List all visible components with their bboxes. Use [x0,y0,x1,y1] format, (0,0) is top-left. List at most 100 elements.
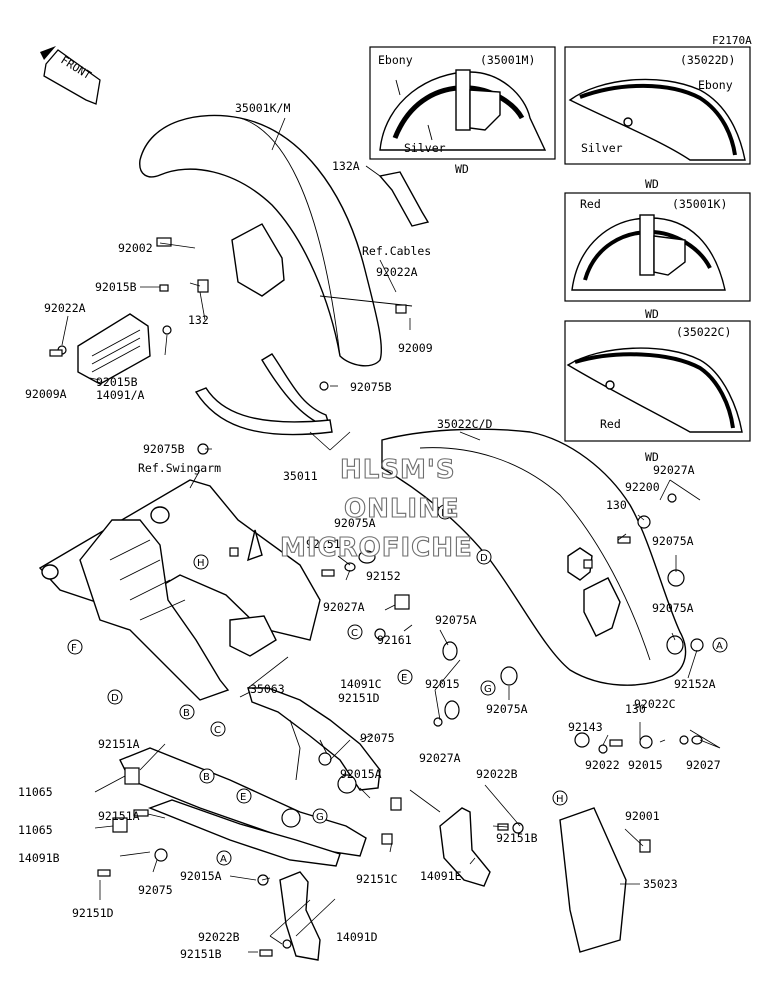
inset1-ebony: Ebony [378,53,413,67]
part-35023: 35023 [643,877,678,891]
inset1-silver: Silver [404,141,446,155]
part-92009: 92009 [398,341,433,355]
part-92015-b: 92015 [628,758,663,772]
part-92151a-a: 92151A [98,737,140,751]
inset-35001m: Ebony (35001M) Silver [369,46,556,160]
part-labels: 35001K/M 132A Ref.Cables 92002 92015B 92… [18,101,721,961]
part-132: 132 [188,313,209,327]
inset-35022d: (35022D) Ebony Silver [564,46,751,165]
svg-text:HLSM'S: HLSM'S [340,455,456,485]
svg-text:D: D [111,693,119,704]
fasteners [49,237,704,957]
part-92022: 92022 [585,758,620,772]
part-92151c: 92151C [356,872,398,886]
part-11065-b: 11065 [18,823,53,837]
part-92015-a: 92015 [425,677,460,691]
part-132a: 132A [332,159,360,173]
part-92151b-a: 92151B [496,831,538,845]
inset3-wd: WD [645,307,659,321]
part-130-a: 130 [606,498,627,512]
part-92075-b: 92075 [138,883,173,897]
part-92075a-b: 92075A [334,516,376,530]
inset3-red: Red [580,197,601,211]
svg-text:B: B [203,772,210,783]
part-35022cd: 35022C/D [437,417,492,431]
inset1-code: (35001M) [480,53,535,67]
inset2-silver: Silver [581,141,623,155]
part-92075a-a: 92075A [652,534,694,548]
part-92027a-b: 92027A [323,600,365,614]
part-92151a-b: 92151A [98,809,140,823]
part-92027: 92027 [686,758,721,772]
part-92151: 92151 [306,537,341,551]
diagram-code: F2170A [712,34,752,47]
inset4-code: (35022C) [676,325,731,339]
svg-text:G: G [316,812,324,823]
part-92027a-c: 92027A [419,751,461,765]
inset1-wd: WD [455,162,469,176]
inset-35022c: (35022C) Red [564,320,751,442]
inset2-wd: WD [645,177,659,191]
inset2-code: (35022D) [680,53,735,67]
part-35011: 35011 [283,469,318,483]
part-92200: 92200 [625,480,660,494]
part-92151b-b: 92151B [180,947,222,961]
part-92022a-a: 92022A [376,265,418,279]
svg-text:G: G [484,684,492,695]
swingarm-frame [38,479,321,701]
svg-text:MICROFICHE: MICROFICHE [280,533,473,563]
svg-text:E: E [240,792,246,803]
part-92022b-a: 92022B [476,767,518,781]
part-92015a-a: 92015A [340,767,382,781]
part-130-b: 130 [625,702,646,716]
svg-text:ONLINE: ONLINE [344,494,460,524]
svg-text:A: A [716,641,723,652]
callout-letters: F D C E G A H F D B C B E G A H [71,508,723,865]
part-92075-a: 92075 [360,731,395,745]
inset4-red: Red [600,417,621,431]
svg-text:F: F [441,508,447,519]
part-92152: 92152 [366,569,401,583]
part-92001: 92001 [625,809,660,823]
part-92002: 92002 [118,241,153,255]
part-92022b-b: 92022B [198,930,240,944]
side-brackets [279,807,627,961]
svg-text:F: F [71,643,77,654]
inset4-wd: WD [645,450,659,464]
svg-text:H: H [197,558,205,569]
inset-35001k: Red (35001K) [564,192,751,302]
part-92015b-b: 92015B [96,375,138,389]
svg-text:A: A [220,854,227,865]
part-92027a-a: 92027A [653,463,695,477]
part-14091d: 14091D [336,930,378,944]
part-35001km: 35001K/M [235,101,290,115]
part-14091e: 14091E [420,869,462,883]
part-92022a-b: 92022A [44,301,86,315]
ref-swingarm: Ref.Swingarm [138,461,221,475]
part-11065-a: 11065 [18,785,53,799]
part-92009a: 92009A [25,387,67,401]
part-14091c: 14091C [340,677,382,691]
part-92151d-a: 92151D [338,691,380,705]
front-arrow-icon: FRONT [40,46,101,105]
svg-text:H: H [556,794,564,805]
inset2-ebony: Ebony [698,78,733,92]
svg-text:C: C [214,725,221,736]
svg-text:B: B [183,708,190,719]
rear-fender [381,428,687,686]
part-92022c: 92022C [634,697,676,711]
callout-circles [67,504,728,866]
part-92015b: 92015B [95,280,137,294]
part-92151d-b: 92151D [72,906,114,920]
svg-text:D: D [480,553,488,564]
part-92075a-c: 92075A [435,613,477,627]
svg-text:C: C [351,628,358,639]
part-92015a-b: 92015A [180,869,222,883]
front-bracket-14091 [77,313,151,385]
part-92075a-e: 92075A [486,702,528,716]
ref-cables: Ref.Cables [362,244,431,258]
part-92075b-a: 92075B [350,380,392,394]
part-92075a-d: 92075A [652,601,694,615]
part-14091a: 14091/A [96,388,145,402]
